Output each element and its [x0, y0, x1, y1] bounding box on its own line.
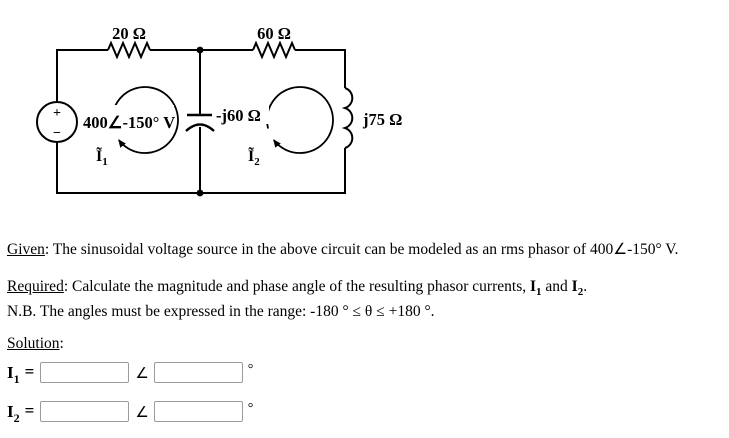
circuit-svg: + − 20 Ω 60 Ω 400∠-150° V -j60 Ω j75 Ω Ĩ…	[36, 24, 402, 197]
given-statement: Given: The sinusoidal voltage source in …	[7, 240, 678, 260]
given-text: : The sinusoidal voltage source in the a…	[44, 241, 679, 258]
current-2-subscript: 2	[577, 286, 584, 299]
solution-heading: Solution:	[7, 334, 64, 354]
mesh-current-1-label: Ĩ1	[96, 146, 108, 168]
solution-colon: :	[59, 335, 64, 352]
i1-symbol: I	[7, 363, 14, 382]
required-period: .	[583, 278, 588, 295]
voltage-source	[36, 101, 78, 143]
mesh-1-arrow	[111, 86, 179, 154]
current-1-subscript: 1	[536, 286, 542, 299]
degree-symbol: °	[247, 401, 254, 416]
given-label: Given	[7, 241, 45, 258]
resistor-20-symbol	[107, 40, 151, 60]
required-label: Required	[7, 278, 64, 295]
i2-phase-input[interactable]	[153, 401, 243, 422]
capacitor-label: -j60 Ω	[216, 106, 261, 125]
angle-symbol: ∠	[135, 405, 149, 421]
source-label-mask	[80, 105, 174, 130]
required-statement: Required: Calculate the magnitude and ph…	[7, 277, 587, 322]
degree-symbol: °	[247, 362, 254, 377]
i1-phase-input[interactable]	[153, 362, 243, 383]
i2-magnitude-input[interactable]	[40, 401, 130, 422]
resistor-60-label: 60 Ω	[257, 24, 291, 43]
i2-symbol: I	[7, 402, 14, 421]
required-text: : Calculate the magnitude and phase angl…	[63, 278, 530, 295]
required-joiner: and	[541, 278, 572, 295]
wire-top-right	[295, 49, 346, 88]
nb-statement: N.B. The angles must be expressed in the…	[7, 303, 435, 321]
plus-icon: +	[53, 106, 61, 121]
mesh-2-arrow	[266, 86, 334, 154]
voltage-source-label: 400∠-150° V	[83, 113, 175, 132]
angle-symbol: ∠	[135, 366, 149, 382]
node-dot-bottom	[196, 189, 204, 197]
i2-equals: =	[24, 401, 35, 420]
minus-icon: −	[53, 126, 61, 141]
i1-subscript: 1	[13, 372, 20, 386]
capacitor-plate-curved	[185, 123, 215, 132]
i1-magnitude-input[interactable]	[40, 362, 130, 383]
inductor-label: j75 Ω	[362, 110, 402, 129]
solution-label: Solution	[7, 335, 60, 352]
node-dot-top	[196, 46, 204, 54]
current-1-symbol: I	[529, 278, 537, 295]
resistor-60-symbol	[252, 40, 296, 60]
resistor-20-label: 20 Ω	[112, 24, 146, 43]
mesh-current-2-label: Ĩ2	[248, 146, 260, 168]
current-2-symbol: I	[571, 278, 578, 295]
wire-top-left	[56, 49, 108, 102]
capacitor-label-mask	[212, 105, 269, 124]
circuit-diagram: + − 20 Ω 60 Ω 400∠-150° V -j60 Ω j75 Ω Ĩ…	[0, 0, 420, 215]
inductor-symbol	[341, 87, 354, 149]
i2-subscript: 2	[13, 411, 20, 425]
i1-equals: =	[24, 362, 35, 381]
